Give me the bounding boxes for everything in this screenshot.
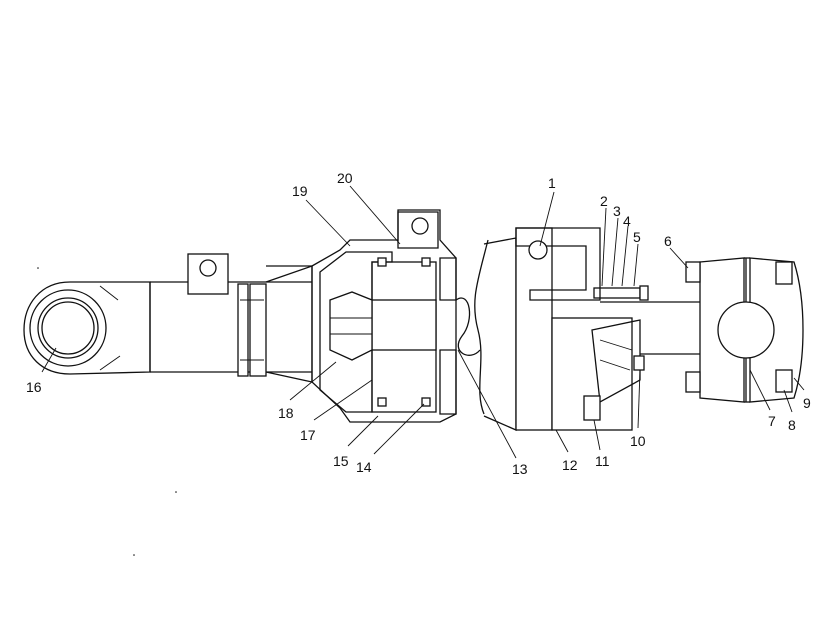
callout-9: 9: [803, 395, 811, 411]
scan-specks: [37, 267, 177, 556]
callout-5: 5: [633, 229, 641, 245]
callout-19: 19: [292, 183, 308, 199]
callout-8: 8: [788, 417, 796, 433]
break-line: [455, 239, 489, 415]
callout-10: 10: [630, 433, 646, 449]
callout-12: 12: [562, 457, 578, 473]
leader-lines: [41, 185, 805, 459]
callout-13: 13: [512, 461, 528, 477]
piston-head-section: [311, 209, 457, 423]
cylinder-barrel: [149, 253, 313, 383]
callout-2: 2: [600, 193, 608, 209]
callout-17: 17: [300, 427, 316, 443]
callout-15: 15: [333, 453, 349, 469]
callout-14: 14: [356, 459, 372, 475]
callout-16: 16: [26, 379, 42, 395]
rod-section: [600, 301, 700, 355]
split-clamp: [685, 257, 804, 403]
callout-6: 6: [664, 233, 672, 249]
rod-eye: [23, 281, 151, 375]
callout-11: 11: [595, 453, 610, 469]
callout-18: 18: [278, 405, 294, 421]
callout-4: 4: [623, 213, 631, 229]
callout-1: 1: [548, 175, 556, 191]
callout-7: 7: [768, 413, 776, 429]
callout-20: 20: [337, 170, 353, 186]
callout-labels: 1 2 3 4 5 6 7 8 9 10 11 12 13 14 15 16 1…: [26, 170, 811, 477]
cap-end-housing: [483, 227, 649, 431]
callout-3: 3: [613, 203, 621, 219]
